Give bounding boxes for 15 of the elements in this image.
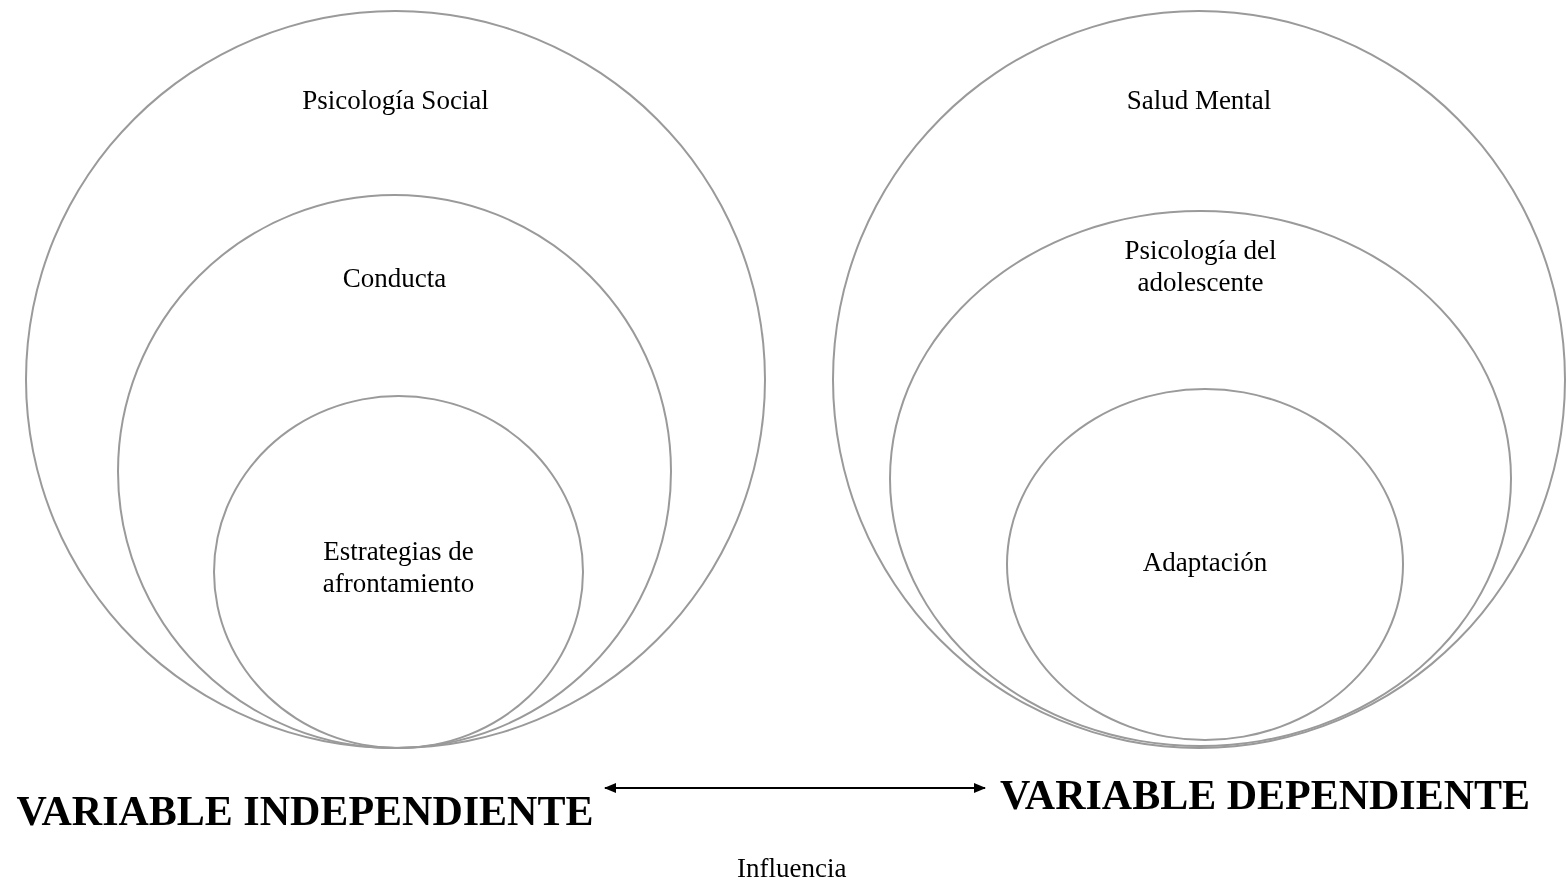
double-arrow <box>604 783 986 793</box>
circle <box>213 395 584 749</box>
circle-label: Adaptación <box>1141 546 1269 579</box>
circle <box>832 10 1566 749</box>
circle <box>889 210 1512 747</box>
circle <box>25 10 766 749</box>
circle <box>117 194 672 749</box>
circle-label: Estrategias de afrontamiento <box>321 535 476 600</box>
variable-heading: VARIABLE INDEPENDIENTE <box>5 776 605 846</box>
circle <box>1006 388 1404 741</box>
variable-heading: VARIABLE DEPENDIENTE <box>985 760 1545 830</box>
circle-label: Psicología Social <box>301 84 490 117</box>
circle-label: Conducta <box>341 262 448 295</box>
circle-label: Psicología del adolescente <box>1123 234 1278 299</box>
circle-label: Salud Mental <box>1125 84 1273 117</box>
